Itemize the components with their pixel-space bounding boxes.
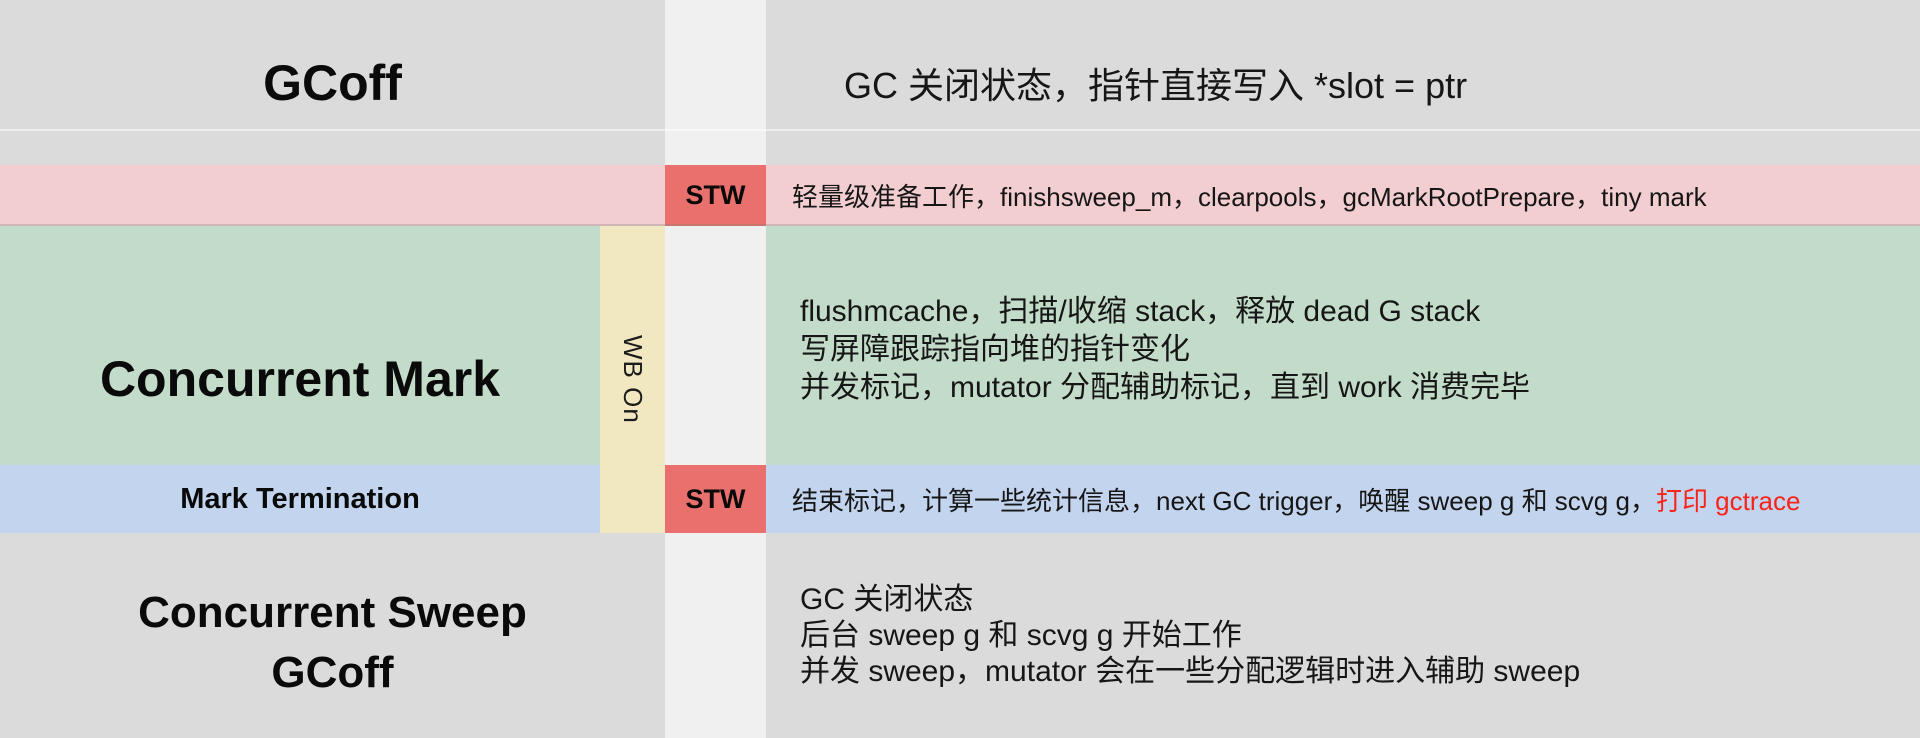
mark-termination-desc-red: 打印 gctrace [1655, 485, 1801, 516]
horizontal-seam-line [0, 129, 1920, 131]
concurrent-sweep-desc-line-2: 后台 sweep g 和 scvg g 开始工作 [800, 618, 1242, 652]
mark-termination-desc-black: 结束标记，计算一些统计信息，next GC trigger，唤醒 sweep g… [792, 485, 1656, 516]
stw-badge-2: STW [665, 465, 766, 533]
sweep-termination-cell [0, 165, 665, 226]
concurrent-sweep-title-line-2: GCoff [271, 648, 394, 697]
mark-termination-cell: Mark Termination [0, 465, 600, 533]
gcoff-phase-title: GCoff [263, 54, 402, 111]
concurrent-sweep-cell: Concurrent Sweep GCoff [0, 533, 665, 738]
gcoff-phase-cell: GCoff [0, 0, 665, 165]
sweep-termination-desc-cell: 轻量级准备工作，finishsweep_m，clearpools，gcMarkR… [766, 165, 1920, 226]
sweep-termination-desc-text: 轻量级准备工作，finishsweep_m，clearpools，gcMarkR… [792, 182, 1707, 212]
stw-label-2: STW [685, 483, 746, 514]
concurrent-mark-title: Concurrent Mark [99, 350, 501, 407]
concurrent-sweep-desc-line-1: GC 关闭状态 [800, 582, 974, 616]
mark-termination-desc-cell: 结束标记，计算一些统计信息，next GC trigger，唤醒 sweep g… [766, 465, 1920, 533]
concurrent-mark-cell: Concurrent Mark [0, 226, 600, 465]
gcoff-desc-text: GC 关闭状态，指针直接写入 *slot = ptr [844, 64, 1468, 106]
concurrent-sweep-desc-line-3: 并发 sweep，mutator 会在一些分配逻辑时进入辅助 sweep [800, 654, 1581, 688]
mark-termination-desc-text: 结束标记，计算一些统计信息，next GC trigger，唤醒 sweep g… [792, 481, 1800, 518]
stw-badge-1: STW [665, 165, 766, 226]
write-barrier-strip: WB On [600, 226, 665, 533]
stw-label-1: STW [685, 180, 746, 210]
concurrent-mark-desc-line-1: flushmcache，扫描/收缩 stack，释放 dead G stack [800, 294, 1481, 328]
concurrent-mark-desc-line-2: 写屏障跟踪指向堆的指针变化 [800, 332, 1190, 366]
gcoff-desc-cell: GC 关闭状态，指针直接写入 *slot = ptr [766, 0, 1920, 165]
pink-row-separator-line [0, 224, 1920, 226]
concurrent-sweep-title-line-1: Concurrent Sweep [138, 588, 527, 637]
concurrent-sweep-desc-cell: GC 关闭状态 后台 sweep g 和 scvg g 开始工作 并发 swee… [766, 533, 1920, 738]
concurrent-mark-desc-cell: flushmcache，扫描/收缩 stack，释放 dead G stack … [766, 226, 1920, 465]
write-barrier-label: WB On [618, 335, 648, 424]
concurrent-mark-desc-line-3: 并发标记，mutator 分配辅助标记，直到 work 消费完毕 [800, 370, 1531, 404]
mark-termination-title: Mark Termination [180, 482, 420, 515]
concurrent-sweep-title: Concurrent Sweep GCoff [138, 583, 527, 703]
